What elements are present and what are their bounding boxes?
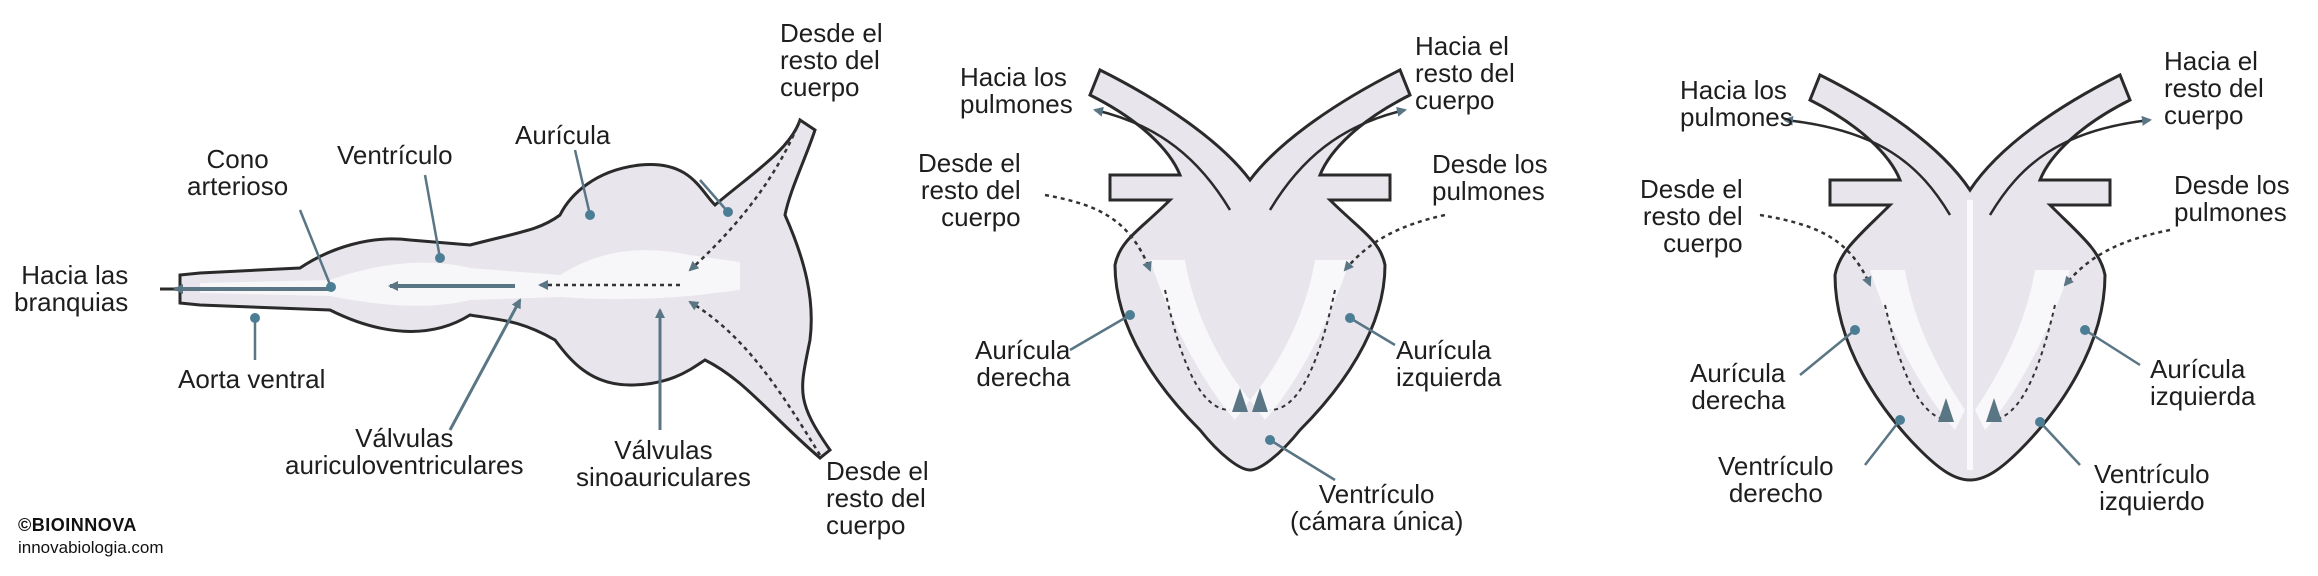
rept-label-auricula-izq: Aurícula izquierda xyxy=(2150,354,2256,411)
fish-arrow-from-bottom xyxy=(688,300,822,456)
fish-label-cono-arterioso: Cono arterioso xyxy=(187,144,289,201)
fish-arrow-from-top xyxy=(688,119,802,272)
fish-dot-aorta xyxy=(250,313,260,323)
fish-label-ventriculo: Ventrículo xyxy=(337,140,453,170)
fish-label-aorta-ventral: Aorta ventral xyxy=(178,364,326,394)
rept-dot-aur-der xyxy=(1850,325,1860,335)
amph-label-auricula-der: Aurícula derecha xyxy=(975,335,1071,392)
amph-label-hacia-pulmones: Hacia los pulmones xyxy=(960,62,1073,119)
amph-label-desde-resto: Desde el resto del cuerpo xyxy=(918,148,1021,232)
amph-label-auricula-izq: Aurícula izquierda xyxy=(1396,335,1502,392)
brand-credit: ©BIOINNOVA xyxy=(18,515,137,535)
fish-leader-valv-av xyxy=(448,298,522,431)
fish-dot-cono xyxy=(326,282,336,292)
rept-leader-aur-der xyxy=(1799,329,1856,376)
rept-dot-vent-der xyxy=(1895,415,1905,425)
rept-dot-aur-izq xyxy=(2080,325,2090,335)
amphibian-inner-left xyxy=(1150,260,1250,420)
amph-arrow-to-body xyxy=(1268,106,1407,211)
amph-arrow-from-body xyxy=(1044,193,1152,272)
rept-label-desde-resto: Desde el resto del cuerpo xyxy=(1640,174,1743,258)
fish-dot-seno xyxy=(723,207,733,217)
rept-arrow-from-lungs xyxy=(2063,228,2171,287)
amph-arrow-to-lungs xyxy=(1093,106,1232,211)
amph-arrow-from-lungs xyxy=(1343,213,1446,272)
fish-leader-cono xyxy=(298,209,333,288)
fish-label-valvulas-sa: Válvulas sinoauriculares xyxy=(576,435,751,492)
amph-valve-left xyxy=(1232,388,1248,412)
reptile-heart xyxy=(1759,72,2171,482)
amph-label-desde-pulmones: Desde los pulmones xyxy=(1432,149,1548,206)
rept-label-ventriculo-der: Ventrículo derecho xyxy=(1718,451,1834,508)
amph-dot-ventriculo xyxy=(1265,435,1275,445)
amph-label-ventriculo: Ventrículo (cámara única) xyxy=(1290,479,1464,536)
amph-flow-right xyxy=(1269,289,1336,411)
amph-valve-right xyxy=(1252,388,1268,412)
rept-label-hacia-cuerpo: Hacia el resto del cuerpo xyxy=(2164,46,2264,130)
fish-label-auricula: Aurícula xyxy=(515,120,611,150)
fish-leader-seno xyxy=(699,179,729,213)
amph-leader-aur-izq xyxy=(1349,316,1396,347)
rept-label-desde-pulmones: Desde los pulmones xyxy=(2174,170,2290,227)
amph-label-hacia-cuerpo: Hacia el resto del cuerpo xyxy=(1415,31,1515,115)
fish-heart xyxy=(160,117,833,460)
fish-leader-ventriculo xyxy=(423,174,442,259)
amph-leader-aur-der xyxy=(1069,313,1131,352)
amph-leader-ventriculo xyxy=(1269,438,1336,482)
fish-dot-ventriculo xyxy=(435,253,445,263)
fish-inner-channel xyxy=(200,250,740,306)
amph-dot-aur-der xyxy=(1125,310,1135,320)
reptile-inner-left xyxy=(1870,270,1965,430)
site-credit: innovabiologia.com xyxy=(18,538,164,557)
rept-arrow-to-lungs xyxy=(1783,115,1952,216)
fish-leader-auricula xyxy=(573,149,592,216)
rept-label-ventriculo-izq: Ventrículo izquierdo xyxy=(2094,459,2210,516)
amphibian-heart-body xyxy=(1088,67,1412,472)
amph-dot-aur-izq xyxy=(1345,313,1355,323)
rept-leader-vent-der xyxy=(1864,419,1901,466)
rept-arrow-from-body xyxy=(1759,213,1872,287)
rept-valve-left xyxy=(1938,398,1954,422)
rept-arrow-to-body xyxy=(1988,115,2152,216)
rept-leader-aur-izq xyxy=(2084,328,2141,367)
rept-dot-vent-izq xyxy=(2035,417,2045,427)
fish-label-desde-resto-bottom: Desde el resto del cuerpo xyxy=(826,456,929,540)
fish-label-valvulas-av: Válvulas auriculoventriculares xyxy=(285,423,524,480)
fish-label-hacia-branquias: Hacia las branquias xyxy=(14,260,129,317)
rept-valve-right xyxy=(1986,398,2002,422)
amph-flow-left xyxy=(1164,289,1231,411)
rept-label-auricula-der: Aurícula derecha xyxy=(1690,358,1786,415)
amphibian-inner-right xyxy=(1250,260,1350,420)
reptile-inner-right xyxy=(1975,270,2070,430)
rept-leader-vent-izq xyxy=(2039,421,2081,466)
amphibian-heart xyxy=(1044,67,1446,482)
rept-label-hacia-pulmones: Hacia los pulmones xyxy=(1680,75,1793,132)
fish-label-desde-resto-top: Desde el resto del cuerpo xyxy=(780,18,883,102)
fish-dot-auricula xyxy=(585,210,595,220)
